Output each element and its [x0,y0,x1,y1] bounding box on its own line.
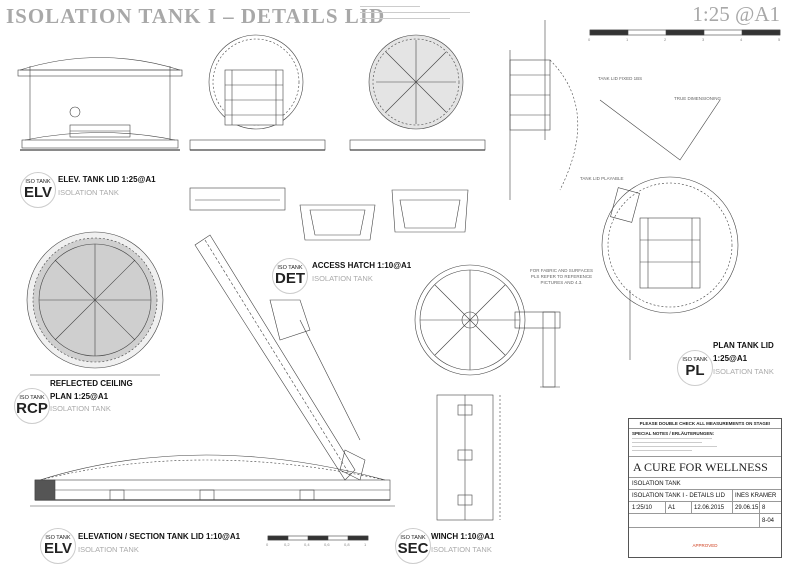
scale-tick: 0,8 [344,542,350,547]
scale-tick: 0,4 [304,542,310,547]
tb-rev: 8 [762,505,766,511]
scale-tick: 1 [364,542,367,547]
view-sub-rcp: ISOLATION TANK [50,404,111,413]
view-label-rcp-scale: PLAN 1:25@A1 [50,392,109,401]
view-code: SEC [397,540,429,557]
iso-tag-text: ISO TANK [400,535,426,541]
tb-drawn-by: INES KRAMER [735,493,777,499]
iso-tag-text: ISO TANK [19,395,45,401]
annotation-tank-lid-playable: TANK LID PLAYABLE [580,176,624,181]
iso-tag-text: ISO TANK [682,357,708,363]
title-block: PLEASE DOUBLE CHECK ALL MEASUREMENTS ON … [628,418,782,558]
view-tag-rcp: ISO TANK RCP [14,388,50,424]
view-label-elv-top: ELEV. TANK LID 1:25@A1 [58,175,156,184]
tb-format: A1 [668,505,676,511]
iso-tag-text: ISO TANK [277,265,303,271]
tb-sheet: 8-04 [762,518,775,524]
tb-sheet-row: 8-04 [629,514,781,528]
view-label-elv-bottom: ELEVATION / SECTION TANK LID 1:10@A1 [78,532,241,541]
view-code: DET [275,270,305,287]
annotation-true-dimensioning: TRUE DIMENSIONING [674,96,722,101]
tb-rev-date: 29.06.15 [735,505,759,511]
scale-tick: 2 [664,37,667,42]
iso-tag-text: ISO TANK [45,535,71,541]
sheet-title: ISOLATION TANK I – DETAILS LID [6,4,386,28]
tb-drawing: ISOLATION TANK I - DETAILS LID [632,493,725,499]
annotation-fabric: FOR FABRIC AND SURFACES PLS REFER TO REF… [530,268,593,286]
tb-set-row: ISOLATION TANK [629,478,781,490]
scale-tick: 5 [778,37,781,42]
view-label-pl-scale: 1:25@A1 [713,354,748,363]
view-tag-elv-bottom: ISO TANK ELV [40,528,76,564]
annotation-tank-lid-fixed: TANK LID FIXED 1BS [598,76,643,81]
tb-date: 12.06.2015 [694,505,725,511]
view-tag-elv-top: ISO TANK ELV [20,172,56,208]
fabric-note-line: FOR FABRIC AND SURFACES [530,268,594,273]
view-label-sec: WINCH 1:10@A1 [431,532,495,541]
scale-tick: 0 [266,542,269,547]
tb-scale: 1:25/10 [632,505,653,511]
sheet-scale: 1:25 @A1 [692,2,780,26]
view-sub-elv-top: ISOLATION TANK [58,188,119,197]
tb-approved: APPROVED [692,543,718,548]
view-code: ELV [23,184,53,201]
view-label-rcp: REFLECTED CEILING [50,379,133,388]
view-sub-det: ISOLATION TANK [312,274,373,283]
tb-set: ISOLATION TANK [632,481,681,487]
bottom-scale-bar: 0 0,2 0,4 0,6 0,8 1 [266,542,376,548]
tb-project: A CURE FOR WELLNESS [629,457,781,478]
scale-tick: 3 [702,37,705,42]
tb-special-notes: SPECIAL NOTES / ERLÄUTERUNGEN: [629,429,781,457]
tb-drawing-row: ISOLATION TANK I - DETAILS LID INES KRAM… [629,490,781,502]
iso-tag-text: ISO TANK [25,179,51,185]
view-code: PL [685,362,705,379]
view-tag-pl: ISO TANK PL [677,350,713,386]
view-sub-elv-bottom: ISOLATION TANK [78,545,139,554]
scale-tick: 1 [626,37,629,42]
view-sub-pl: ISOLATION TANK [713,367,774,376]
view-label-det: ACCESS HATCH 1:10@A1 [312,261,412,270]
tb-warning: PLEASE DOUBLE CHECK ALL MEASUREMENTS ON … [629,419,781,429]
view-label-pl: PLAN TANK LID [713,341,774,350]
fabric-note-line: PICTURES AND 4.3. [540,280,583,285]
special-notes-heading: SPECIAL NOTES / ERLÄUTERUNGEN: [632,431,715,436]
view-code: ELV [43,540,73,557]
scale-tick: 0,2 [284,542,290,547]
scale-tick: 0 [588,37,591,42]
tb-blank-row [629,528,781,540]
scale-tick: 4 [740,37,743,42]
view-sub-sec: ISOLATION TANK [431,545,492,554]
view-tag-det: ISO TANK DET [272,258,308,294]
scale-tick: 0,6 [324,542,330,547]
view-code: RCP [16,400,48,417]
view-tag-sec: ISO TANK SEC [395,528,431,564]
header-notes [360,6,510,22]
tb-info-row: 1:25/10 A1 12.06.2015 29.06.15 8 [629,502,781,514]
fabric-note-line: PLS REFER TO REFERENCE [530,274,593,279]
